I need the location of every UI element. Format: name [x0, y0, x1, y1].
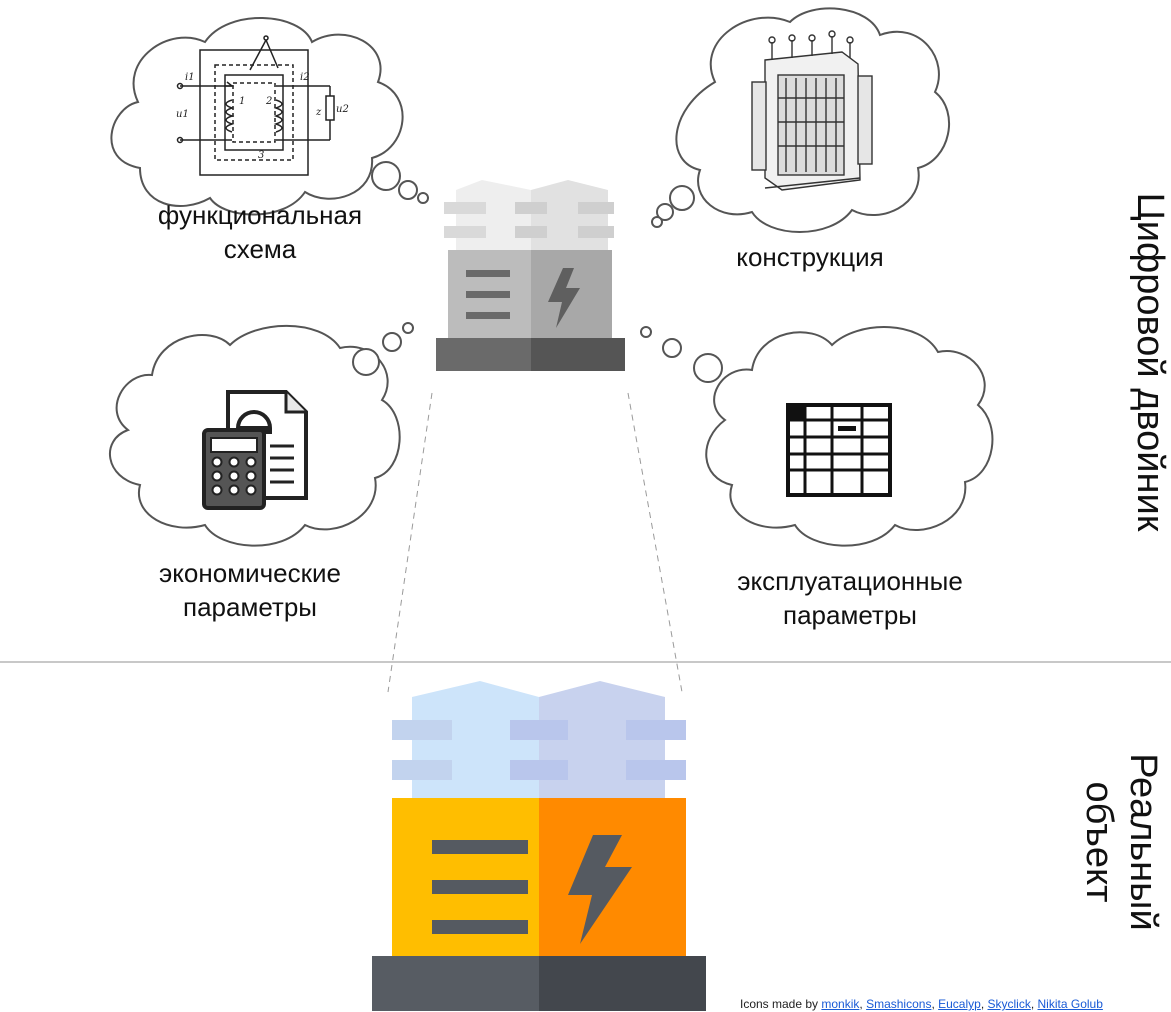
- label-i2: i2: [300, 72, 310, 83]
- label-construction: конструкция: [700, 240, 920, 274]
- transformer-construction-sketch: [751, 30, 873, 191]
- spreadsheet-icon: [786, 403, 892, 497]
- real-top-right: [539, 681, 665, 800]
- title-digital-twin: Цифровой двойник: [1129, 192, 1171, 532]
- label-u1: u1: [176, 109, 189, 120]
- title-real-object: Реальный объект: [1077, 737, 1165, 947]
- label-economic-line1: экономические: [159, 558, 341, 588]
- projection-line-right: [627, 392, 683, 693]
- cloud-functional-scheme: [110, 17, 429, 216]
- schematic-labels: i1 u1 1 2 i2 z u2 3: [176, 72, 349, 161]
- credit-link-nikita-golub[interactable]: Nikita Golub: [1037, 997, 1103, 1011]
- label-functional-line2: схема: [223, 234, 297, 264]
- label-z: z: [315, 107, 322, 118]
- credit-link-skyclick[interactable]: Skyclick: [987, 997, 1031, 1011]
- credits-prefix: Icons made by: [740, 997, 819, 1011]
- digital-twin-transformer-icon: [436, 180, 625, 371]
- label-functional-scheme: функциональная схема: [140, 198, 380, 266]
- label-construction-text: конструкция: [736, 242, 884, 272]
- icon-credits: Icons made by monkik, Smashicons, Eucaly…: [740, 997, 1103, 1011]
- label-n3: 3: [258, 150, 264, 161]
- label-functional-line1: функциональная: [157, 200, 363, 230]
- label-n1: 1: [239, 96, 245, 107]
- credit-link-smashicons[interactable]: Smashicons: [866, 997, 932, 1011]
- calculator-document-icon: [202, 390, 308, 510]
- label-economic-line2: параметры: [183, 592, 317, 622]
- label-operational-line2: параметры: [783, 600, 917, 630]
- label-operational-line1: эксплуатационные: [737, 566, 963, 596]
- credit-link-monkik[interactable]: monkik: [821, 997, 860, 1011]
- real-top-left: [412, 681, 539, 800]
- label-n2: 2: [265, 96, 272, 107]
- label-u2: u2: [336, 104, 349, 115]
- real-transformer-icon: [372, 681, 706, 1011]
- label-i1: i1: [185, 72, 195, 83]
- label-economic-parameters: экономические параметры: [130, 556, 370, 624]
- transformer-schematic: [176, 35, 335, 176]
- title-real-object-line2: объект: [1078, 781, 1120, 903]
- title-real-object-line1: Реальный: [1122, 753, 1164, 931]
- credit-link-eucalyp[interactable]: Eucalyp: [938, 997, 981, 1011]
- label-operational-parameters: эксплуатационные параметры: [710, 564, 990, 632]
